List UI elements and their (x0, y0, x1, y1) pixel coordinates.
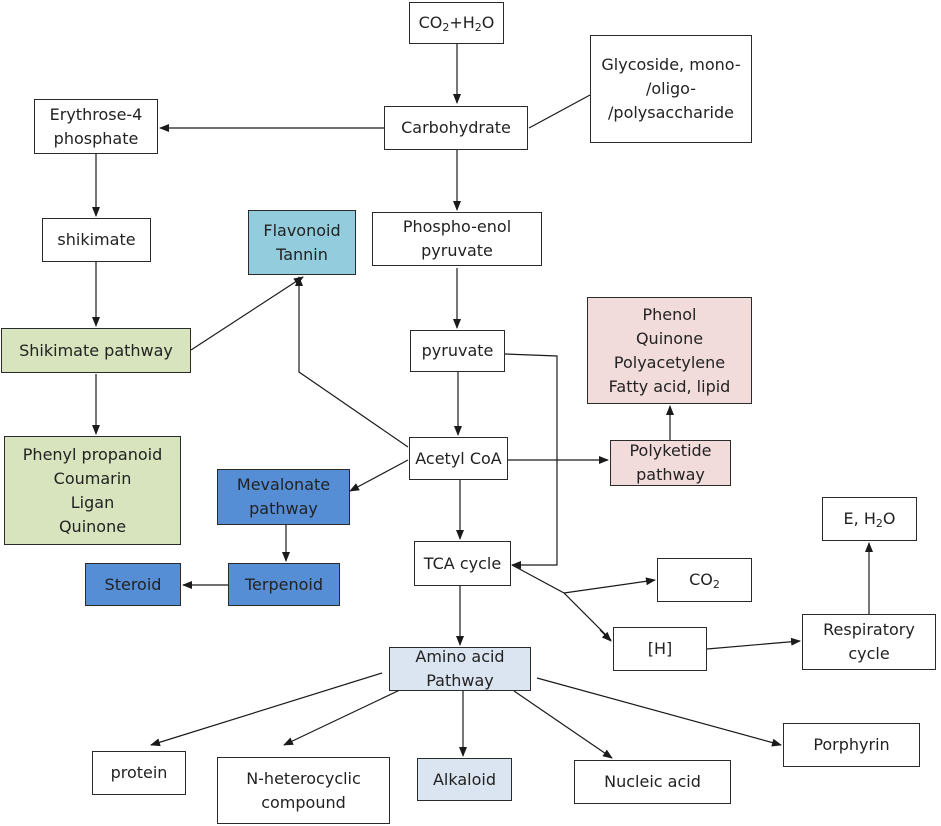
edge-amino-porphyrin (536, 677, 782, 747)
alkaloid-label: Alkaloid (432, 769, 496, 789)
co2-text: CO2 (689, 570, 720, 591)
phenyl-line-4: Quinone (58, 516, 127, 536)
phenyl-line-3: Ligan (70, 492, 115, 512)
nucleic-acid-label: Nucleic acid (604, 772, 701, 791)
glycoside-line-1: Glycoside, mono- (601, 55, 741, 74)
h-label: [H] (647, 639, 673, 658)
edge-split-h (599, 629, 612, 642)
phenyl-propanoid-node: Phenyl propanoid Coumarin Ligan Quinone (4, 436, 181, 545)
phenol-node: Phenol Quinone Polyacetylene Fatty acid,… (587, 297, 752, 404)
phenyl-line-1: Phenyl propanoid (22, 444, 163, 464)
e-h2o-node: E, H2O (822, 497, 917, 541)
mevalonate-line-1: Mevalonate (236, 475, 331, 494)
edge-amino-nucleic (513, 690, 613, 759)
edge-acetyl-mevalonate (349, 459, 409, 492)
polyketide-line-1: Polyketide (629, 441, 712, 460)
pep-line-1: Phospho-enol (402, 217, 512, 236)
tca-cycle-label: TCA cycle (423, 553, 502, 573)
erythrose-node: Erythrose-4 phosphate (34, 99, 158, 154)
shikimate-pathway-node: Shikimate pathway (1, 328, 191, 373)
erythrose-line-1: Erythrose-4 (49, 104, 143, 124)
edge-h-respiratory (706, 637, 801, 650)
amino-line-2: Pathway (426, 671, 494, 690)
terpenoid-node: Terpenoid (228, 563, 340, 606)
edge-amino-nhetero (283, 688, 403, 746)
phenol-line-2: Quinone (635, 328, 704, 348)
erythrose-line-2: phosphate (53, 128, 139, 148)
tca-cycle-node: TCA cycle (414, 541, 511, 586)
phenol-line-4: Fatty acid, lipid (608, 376, 731, 396)
edge-tca-split (511, 564, 612, 641)
co2-h2o-node: CO2+H2O (409, 2, 504, 44)
flavonoid-tannin-node: Flavonoid Tannin (248, 210, 356, 275)
carbohydrate-label: Carbohydrate (401, 118, 511, 137)
edge-acetyl-flavonoid (295, 276, 409, 448)
e-h2o-text: E, H2O (843, 509, 896, 530)
nhetero-line-1: N-heterocyclic (246, 768, 361, 788)
phenol-line-1: Phenol (642, 304, 697, 324)
phenyl-line-2: Coumarin (53, 468, 132, 488)
pep-node: Phospho-enol pyruvate (372, 212, 542, 266)
flavonoid-line-1: Flavonoid (263, 220, 341, 240)
protein-label: protein (110, 763, 168, 782)
respiratory-line-1: Respiratory (823, 620, 915, 639)
pyruvate-node: pyruvate (410, 330, 505, 372)
nhetero-line-2: compound (261, 792, 346, 812)
porphyrin-label: Porphyrin (813, 735, 890, 754)
co2-h2o-text: CO2+H2O (418, 13, 495, 34)
mevalonate-node: Mevalonate pathway (217, 469, 350, 525)
shikimate-label: shikimate (57, 230, 136, 249)
edge-shikimate-pathway-flavonoid (190, 276, 304, 351)
carbohydrate-node: Carbohydrate (384, 106, 528, 150)
nucleic-acid-node: Nucleic acid (574, 760, 731, 804)
co2-node: CO2 (657, 558, 752, 602)
edge-glycoside-carbohydrate (528, 94, 591, 129)
edge-split-co2 (563, 577, 656, 594)
amino-line-1: Amino acid (415, 647, 505, 666)
porphyrin-node: Porphyrin (783, 723, 920, 767)
shikimate-node: shikimate (42, 218, 151, 262)
respiratory-cycle-node: Respiratory cycle (802, 614, 936, 670)
h-node: [H] (613, 627, 707, 671)
protein-node: protein (92, 751, 186, 795)
glycoside-line-3: /polysaccharide (608, 103, 734, 122)
pyruvate-label: pyruvate (421, 341, 494, 360)
n-heterocyclic-node: N-heterocyclic compound (217, 757, 390, 824)
phenol-line-3: Polyacetylene (613, 352, 726, 372)
flavonoid-line-2: Tannin (276, 244, 328, 264)
shikimate-pathway-label: Shikimate pathway (19, 340, 173, 360)
acetyl-coa-node: Acetyl CoA (409, 437, 508, 480)
acetyl-coa-label: Acetyl CoA (415, 448, 502, 468)
respiratory-line-2: cycle (848, 644, 890, 663)
edge-amino-protein (150, 672, 383, 747)
mevalonate-line-2: pathway (249, 499, 318, 518)
polyketide-line-2: pathway (636, 465, 705, 484)
steroid-node: Steroid (85, 563, 181, 606)
glycoside-line-2: /oligo- (645, 79, 697, 98)
terpenoid-label: Terpenoid (244, 574, 323, 594)
polyketide-node: Polyketide pathway (610, 440, 731, 486)
pep-line-2: pyruvate (421, 241, 493, 260)
amino-acid-pathway-node: Amino acid Pathway (389, 647, 531, 691)
steroid-label: Steroid (104, 574, 162, 594)
glycoside-node: Glycoside, mono- /oligo- /polysaccharide (590, 35, 752, 143)
alkaloid-node: Alkaloid (417, 758, 512, 801)
